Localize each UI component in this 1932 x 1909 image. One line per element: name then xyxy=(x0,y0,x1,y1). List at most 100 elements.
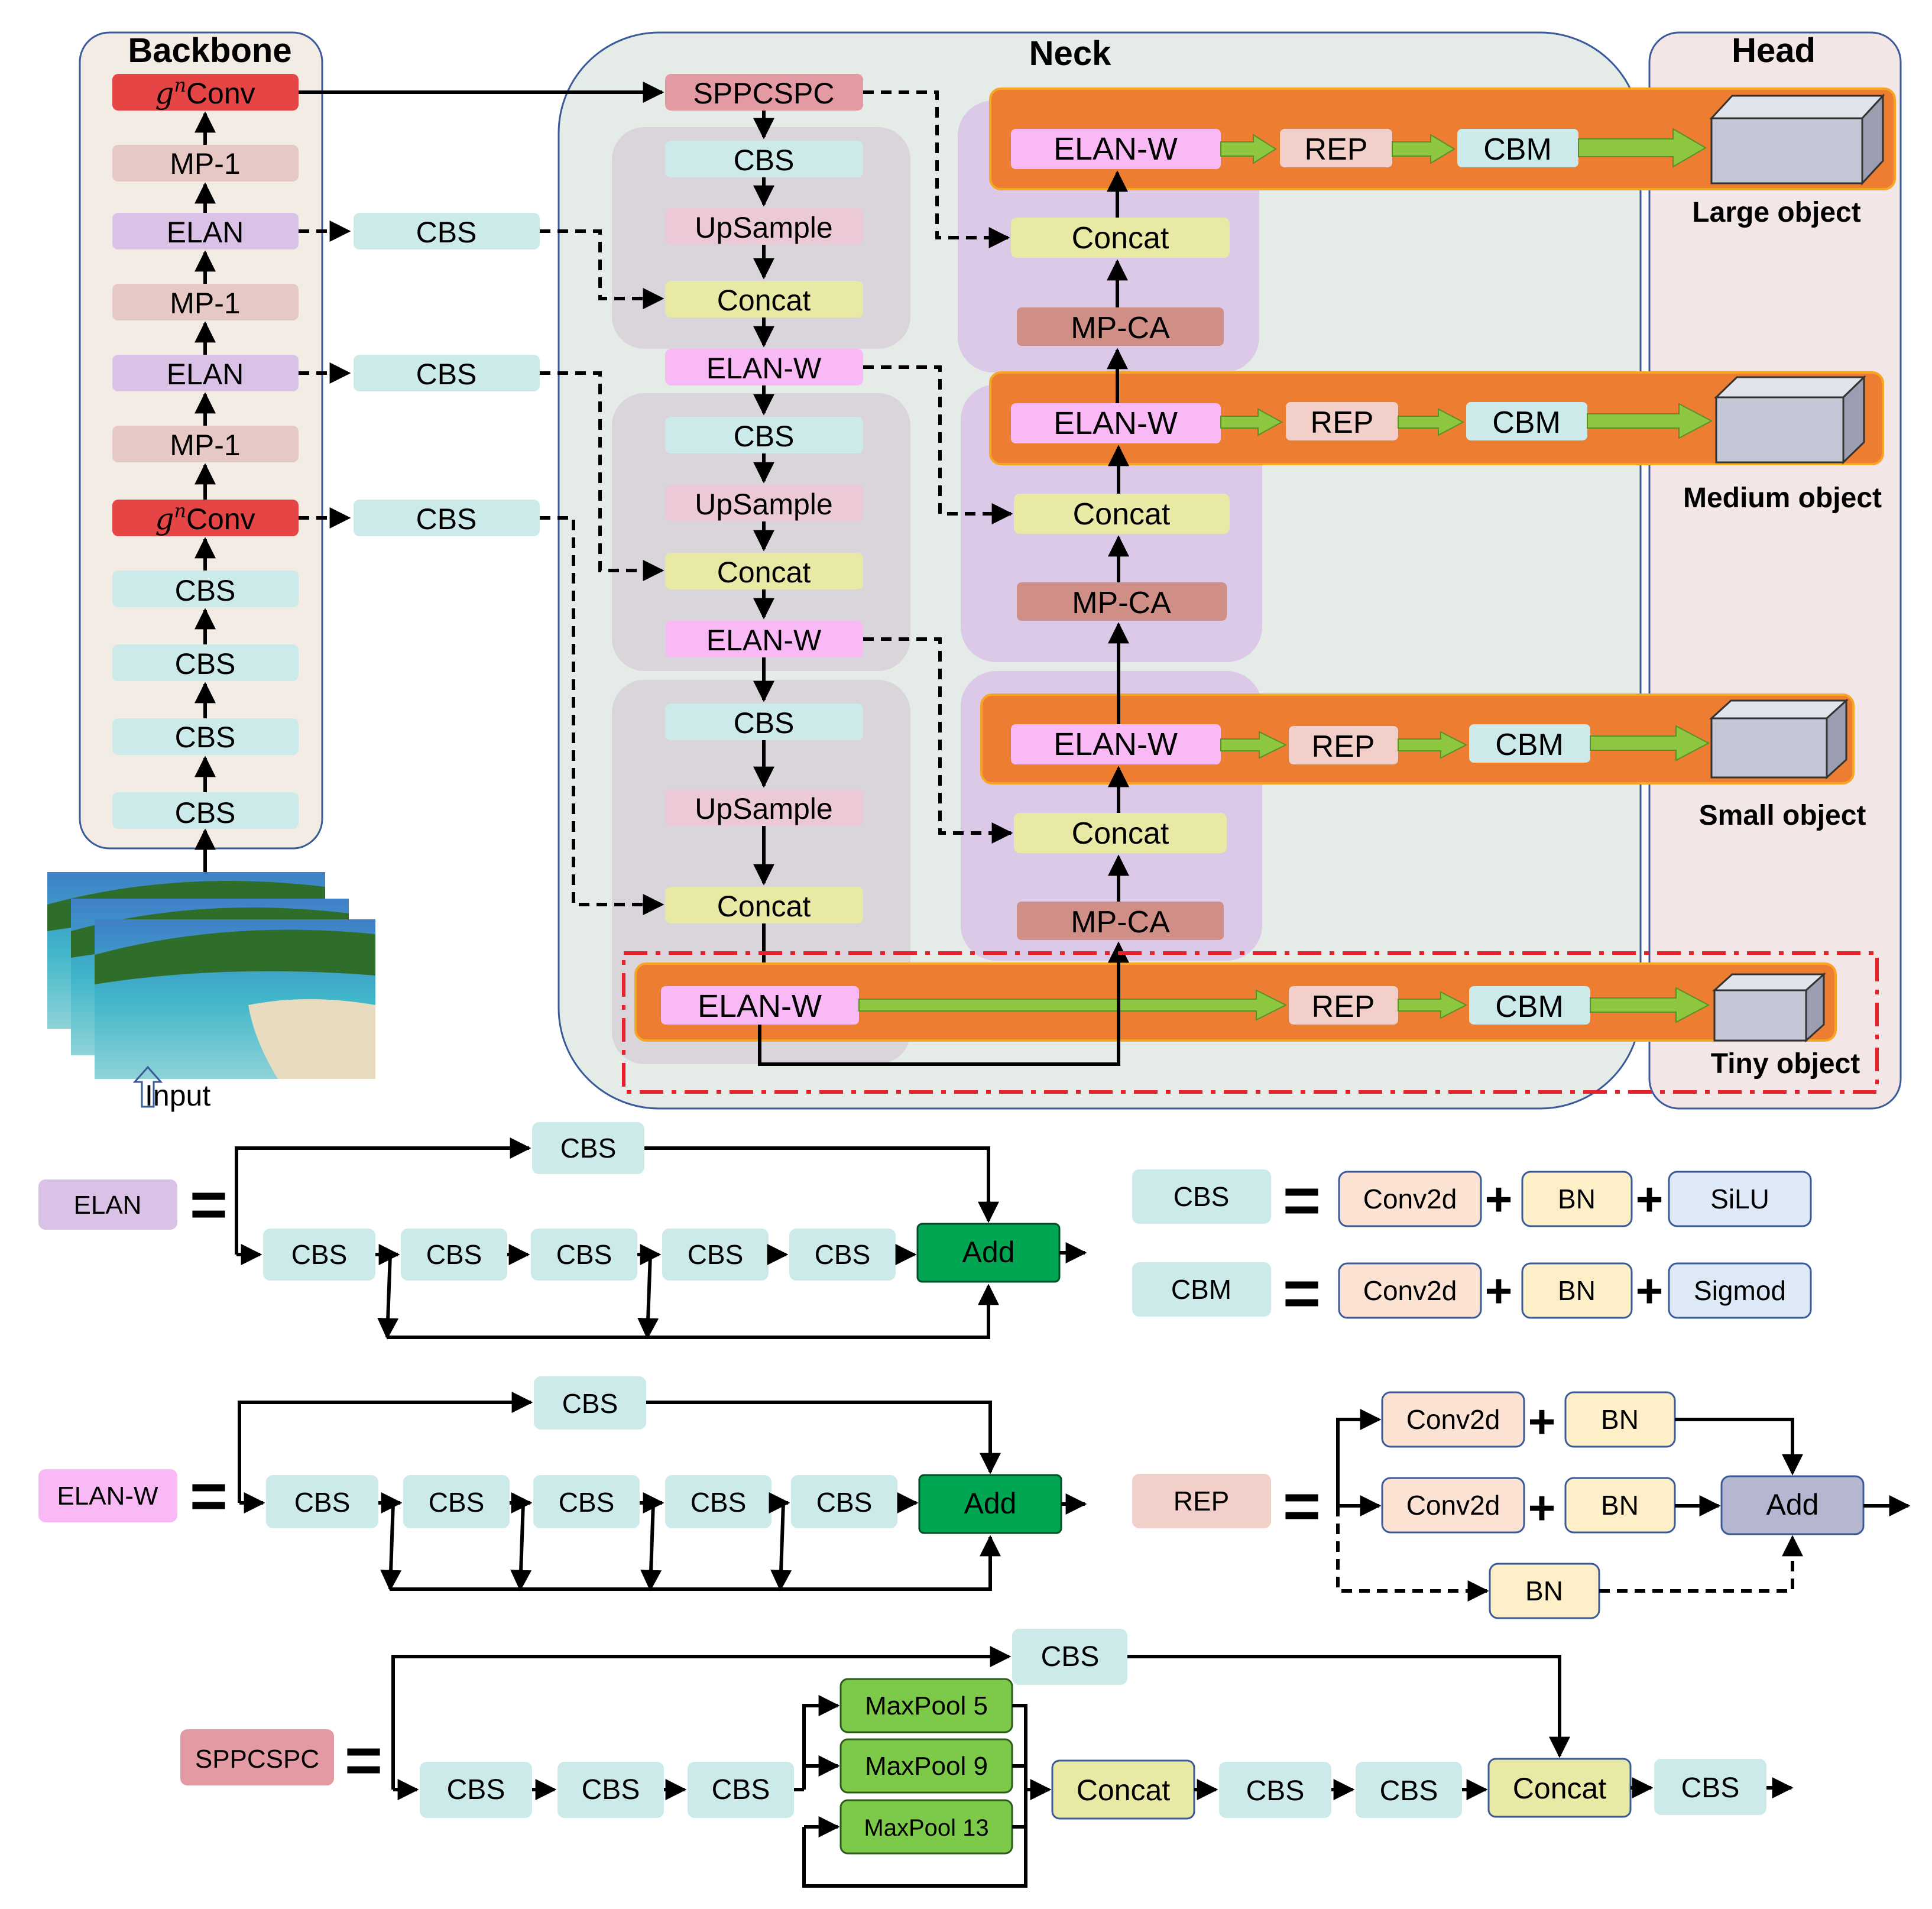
neck-cbs-1: CBS xyxy=(734,144,795,177)
neck-concat-2: Concat xyxy=(717,556,811,589)
legend-elanw-top-cbs: CBS xyxy=(562,1388,618,1419)
spp-chain-cbs-1: CBS xyxy=(447,1774,505,1806)
rep-b1-plus: + xyxy=(1528,1395,1556,1448)
large-rep: REP xyxy=(1305,132,1368,167)
cbs-def-plus-2: + xyxy=(1636,1173,1664,1226)
small-cbm: CBM xyxy=(1495,728,1564,762)
cbm-def-plus-1: + xyxy=(1485,1265,1513,1317)
side-cbs-3-box xyxy=(354,500,540,536)
cbs-def-silu: SiLU xyxy=(1710,1184,1769,1214)
neck-concat-r3: Concat xyxy=(1072,816,1169,851)
tiny-rep: REP xyxy=(1312,990,1375,1024)
rep-add: Add xyxy=(1766,1488,1819,1521)
spp-maxpool-9: MaxPool 9 xyxy=(865,1752,988,1781)
label-tiny-object: Tiny object xyxy=(1711,1048,1860,1080)
gn-sup: n xyxy=(174,500,186,522)
backbone-elan-1: ELAN xyxy=(167,358,244,391)
backbone-mp1-3: MP-1 xyxy=(170,147,240,180)
spp-chain-cbs-2: CBS xyxy=(582,1774,640,1806)
cube-tiny-icon xyxy=(1712,972,1826,1043)
legend-cbm-def: CBM = Conv2d + BN + Sigmod xyxy=(1132,1257,1812,1330)
legend-elanw-equals: = xyxy=(190,1460,228,1532)
gn-conv: Conv xyxy=(186,503,255,536)
legend-elan-cbs-4: CBS xyxy=(688,1239,744,1270)
legend-elanw: ELAN-W = CBS CBS CBS CBS CBS CBS Add xyxy=(38,1376,1062,1534)
rep-b1-bn: BN xyxy=(1601,1404,1639,1435)
backbone-layers: CBS CBS CBS CBS gnConv MP-1 ELAN MP-1 EL… xyxy=(112,74,299,829)
gn-prefix: g xyxy=(155,502,174,536)
cbm-def-equals: = xyxy=(1283,1257,1321,1330)
rep-b2-conv2d: Conv2d xyxy=(1406,1490,1500,1521)
spp-top-cbs: CBS xyxy=(1041,1641,1100,1673)
legend-spp-arrows xyxy=(391,1646,1794,1837)
legend-elan-equals: = xyxy=(190,1168,228,1241)
spp-after-cbs-1: CBS xyxy=(1246,1775,1305,1807)
neck-left-column: SPPCSPC CBS UpSample Concat ELAN-W CBS U… xyxy=(665,74,863,923)
legend-elan: ELAN = CBS CBS CBS CBS CBS CBS Add xyxy=(38,1122,1061,1283)
neck-dashed-links xyxy=(863,90,1013,844)
label-small-object: Small object xyxy=(1699,800,1866,831)
backbone-cbs-2: CBS xyxy=(175,721,236,754)
input-image-stack xyxy=(47,872,375,1079)
head-title: Head xyxy=(1732,31,1816,70)
medium-elanw: ELAN-W xyxy=(1053,406,1178,441)
legend-elan-name: ELAN xyxy=(74,1191,142,1220)
cbm-def-name: CBM xyxy=(1171,1274,1231,1305)
backbone-cbs-1: CBS xyxy=(175,796,236,829)
small-elanw: ELAN-W xyxy=(1053,727,1178,762)
neck-upsample-1: UpSample xyxy=(695,211,832,244)
cbm-def-bn: BN xyxy=(1558,1275,1596,1306)
label-large-object: Large object xyxy=(1692,197,1860,228)
side-cbs-1: CBS xyxy=(416,216,477,249)
legend-elan-arrows xyxy=(235,1137,1087,1340)
neck-cbs-3: CBS xyxy=(734,706,795,740)
backbone-cbs-4: CBS xyxy=(175,574,236,607)
legend-elan-cbs-2: CBS xyxy=(426,1239,482,1270)
neck-elanw-1: ELAN-W xyxy=(706,352,822,385)
tiny-elanw: ELAN-W xyxy=(698,988,822,1024)
legend-elan-bottom xyxy=(387,1284,999,1339)
neck-concat-r1: Concat xyxy=(1072,221,1169,255)
backbone-dashed-links xyxy=(299,221,664,915)
legend-elanw-arrows xyxy=(238,1392,1087,1592)
head-panel xyxy=(1648,31,1902,1110)
legend-elan-cbs-1: CBS xyxy=(291,1239,348,1270)
cube-medium-icon xyxy=(1714,375,1866,465)
legend-rep-dashed xyxy=(1336,1506,1803,1602)
input-label: Input xyxy=(145,1079,210,1112)
output-cubes xyxy=(1709,93,1885,1043)
cbm-def-conv2d: Conv2d xyxy=(1363,1275,1457,1306)
spp-concat-2: Concat xyxy=(1513,1772,1607,1805)
tiny-highlight-box xyxy=(622,951,1879,1094)
neck-mpca-2: MP-CA xyxy=(1072,586,1171,620)
small-rep: REP xyxy=(1312,730,1375,764)
backbone-mp1-1: MP-1 xyxy=(170,429,240,462)
side-cbs-2: CBS xyxy=(416,358,477,391)
rep-b2-plus: + xyxy=(1528,1482,1556,1534)
neck-upsample-3: UpSample xyxy=(695,792,832,825)
neck-upsample-2: UpSample xyxy=(695,488,832,521)
legend-elanw-add: Add xyxy=(964,1487,1017,1520)
legend-elan-cbs-3: CBS xyxy=(556,1239,612,1270)
legend-sppcspc: SPPCSPC = CBS CBS CBS CBS MaxPool 5 MaxP… xyxy=(180,1629,1766,1855)
legend-elanw-name: ELAN-W xyxy=(57,1482,158,1511)
neck-cbs-2: CBS xyxy=(734,420,795,453)
neck-mpca-1: MP-CA xyxy=(1071,311,1170,345)
neck-concat-3: Concat xyxy=(717,890,811,923)
legend-elanw-bottom xyxy=(390,1535,1001,1591)
legend-elanw-cbs-4: CBS xyxy=(691,1487,747,1518)
legend-elanw-cbs-1: CBS xyxy=(294,1487,351,1518)
cube-large-icon xyxy=(1709,93,1885,186)
side-cbs-2-box xyxy=(354,355,540,391)
backbone-mp1-2: MP-1 xyxy=(170,287,240,320)
legend-elan-add: Add xyxy=(962,1236,1015,1269)
side-cbs-3: CBS xyxy=(416,503,477,536)
backbone-gnconv-top: gnConv xyxy=(155,74,255,111)
medium-rep: REP xyxy=(1311,406,1374,440)
spp-def-equals: = xyxy=(345,1724,382,1797)
cbs-def-equals: = xyxy=(1283,1164,1321,1237)
cbs-def-bn: BN xyxy=(1558,1184,1596,1214)
neck-sppcspc: SPPCSPC xyxy=(693,77,835,110)
